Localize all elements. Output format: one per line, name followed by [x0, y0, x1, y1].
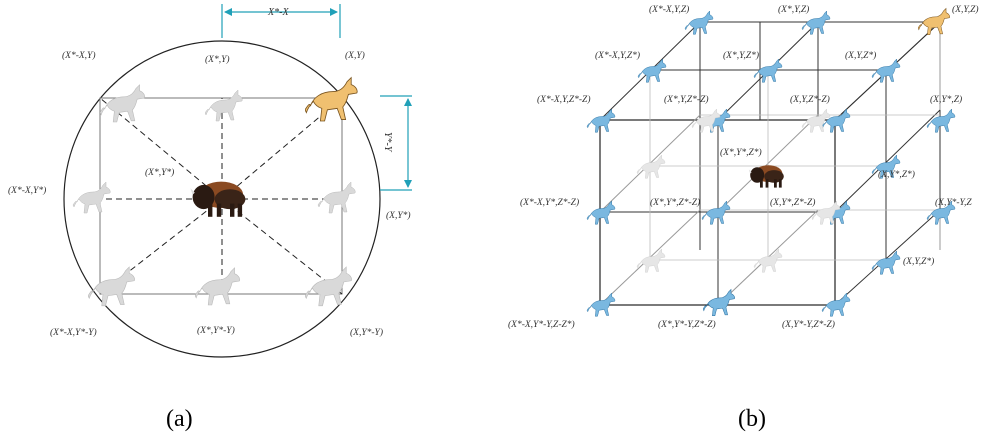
label-bottom-left: (X*-X,Y*-Y): [50, 327, 97, 338]
label-b: (X*,Y,Z): [778, 4, 809, 15]
bison-icon: [748, 165, 784, 188]
label-b: (X*,Y,Z*-Z): [664, 94, 709, 105]
label-b: (X,Y*,Z): [930, 94, 962, 105]
panel-b: (X*-X,Y,Z) (X*,Y,Z) (X,Y,Z) (X*-X,Y,Z*) …: [508, 4, 979, 432]
label-bottom-right: (X,Y*-Y): [350, 327, 383, 338]
label-b: (X,Y*,Z*-Z): [770, 197, 815, 208]
label-b: (X,Y,Z*): [845, 50, 876, 61]
label-b: (X*,Y*,Z*-Z): [650, 197, 700, 208]
label-b: (X,Y*-Y,Z: [935, 197, 972, 208]
bison-icon: [190, 181, 246, 217]
label-left: (X*-X,Y*): [8, 185, 46, 196]
gray-wolf-icon: [72, 181, 111, 214]
label-b: (X*-X,Y,Z*-Z): [537, 94, 591, 105]
dim-vertical-label: Y*-Y: [382, 132, 393, 153]
gray-wolf-icon: [88, 266, 136, 307]
gray-wolf-icon: [636, 248, 666, 273]
label-b: (X,Y*,Z*): [878, 169, 915, 180]
label-b: (X,Y,Z*-Z): [790, 94, 830, 105]
label-bottom: (X*,Y*-Y): [197, 325, 235, 336]
label-top: (X*,Y): [205, 54, 230, 65]
label-b: (X*-X,Y,Z*): [595, 50, 640, 61]
label-b: (X*,Y*,Z*): [720, 147, 762, 158]
search-circle: [63, 40, 381, 358]
label-b: (X*,Y,Z*): [723, 50, 759, 61]
label-b: (X*-X,Y*,Z*-Z): [520, 197, 579, 208]
label-b: (X,Y,Z): [952, 4, 979, 15]
label-top-right: (X,Y): [345, 50, 365, 61]
label-b: (X,Y,Z*): [903, 256, 934, 267]
gray-wolf-icon: [636, 154, 666, 179]
gray-wolf-icon: [205, 89, 243, 122]
label-b: (X*-X,Y,Z): [649, 4, 689, 15]
gray-wolf-icon: [317, 181, 356, 214]
label-center: (X*,Y*): [145, 167, 174, 178]
blue-wolf-icon: [926, 108, 956, 133]
caption-b: (b): [738, 406, 766, 432]
blue-wolf-icon: [703, 288, 736, 317]
label-b: (X*-X,Y*-Y,Z-Z*): [508, 319, 575, 330]
dim-horizontal-label: X*-X: [267, 7, 289, 18]
label-b: (X,Y*-Y,Z*-Z): [782, 319, 835, 330]
blue-wolf-icon: [586, 200, 616, 225]
panel-a: X*-X Y*-Y (X*-X,Y) (X*,Y) (X,Y) (X*,Y*) …: [8, 4, 412, 432]
gray-wolf-icon: [305, 266, 353, 307]
label-b: (X*,Y*-Y,Z*-Z): [658, 319, 716, 330]
blue-wolf-icon: [701, 200, 731, 225]
label-top-left: (X*-X,Y): [62, 50, 96, 61]
label-right: (X,Y*): [386, 210, 411, 221]
dimension-arrows: [221, 4, 412, 191]
gray-wolf-icon: [195, 267, 241, 306]
caption-a: (a): [166, 406, 193, 432]
